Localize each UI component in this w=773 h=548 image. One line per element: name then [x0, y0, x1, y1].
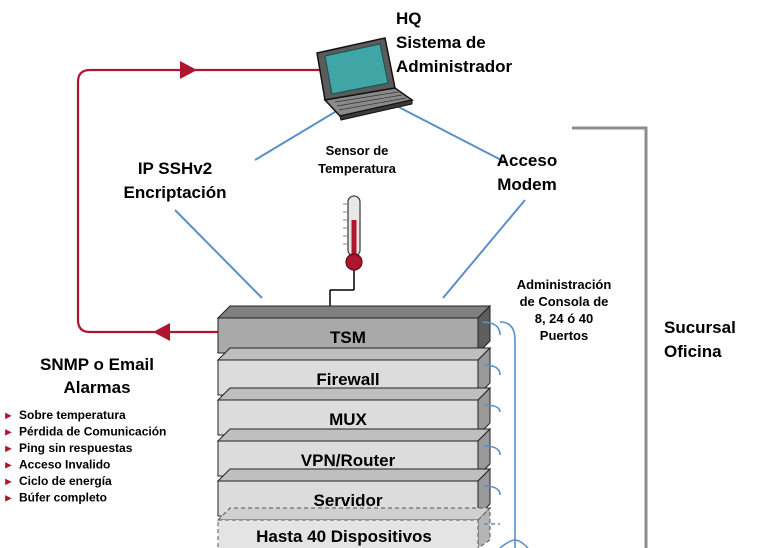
branch-line1: Sucursal — [664, 318, 736, 337]
console-label: Administración de Consola de 8, 24 ó 40 … — [517, 277, 612, 343]
ssh-link-lower — [174, 209, 263, 299]
alarm-item: Sobre temperatura — [19, 408, 126, 422]
console-line3: 8, 24 ó 40 — [535, 311, 594, 326]
sensor-line2: Temperatura — [318, 161, 397, 176]
alarm-bullet-icon: ► — [3, 460, 14, 472]
device-label: TSM — [330, 328, 366, 347]
thermometer-icon — [329, 195, 363, 308]
laptop-icon — [316, 37, 414, 121]
loop-arrow-left — [153, 323, 170, 341]
loop-arrow-right — [180, 61, 197, 79]
ssh-label: IP SSHv2 Encriptación — [124, 159, 227, 202]
device-servidor: Servidor — [216, 467, 492, 518]
alarm-item: Ciclo de energía — [19, 474, 112, 488]
modem-link-lower — [442, 199, 526, 299]
hq-line1: HQ — [396, 9, 422, 28]
sensor-line1: Sensor de — [326, 143, 389, 158]
device-label: Firewall — [316, 370, 379, 389]
alarm-bullet-icon: ► — [3, 493, 14, 505]
console-line2: de Consola de — [520, 294, 609, 309]
alarms-title-line2: Alarmas — [63, 378, 130, 397]
alarm-bullet-icon: ► — [3, 427, 14, 439]
device-label: Servidor — [314, 491, 383, 510]
ssh-line2: Encriptación — [124, 183, 227, 202]
alarms-panel: SNMP o Email Alarmas ►Sobre temperatura►… — [3, 355, 166, 505]
alarm-item: Búfer completo — [19, 491, 107, 505]
console-line1: Administración — [517, 277, 612, 292]
alarm-list: ► Sobre temperatura ► Pérdida de Comunicaci… — [3, 408, 166, 505]
alarm-bullet-icon: ► — [3, 410, 14, 422]
modem-line1: Acceso — [497, 151, 557, 170]
modem-label: Acceso Modem — [497, 151, 557, 194]
modem-link-upper — [384, 99, 506, 163]
alarm-bullet-icon: ► — [3, 443, 14, 455]
device-stack: TSM Firewall MUX VPN/Router Servidor — [216, 304, 492, 548]
device-label: VPN/Router — [301, 451, 396, 470]
alarm-item: Ping sin respuestas — [19, 441, 133, 455]
alarm-item: Acceso Invalido — [19, 458, 110, 472]
device-expansion: Hasta 40 Dispositivos — [216, 506, 492, 548]
branch-label: Sucursal Oficina — [664, 318, 736, 361]
hq-label: HQ Sistema de Administrador — [396, 9, 513, 76]
alarm-bullet-icon: ► — [3, 476, 14, 488]
expansion-label: Hasta 40 Dispositivos — [256, 527, 432, 546]
console-line4: Puertos — [540, 328, 588, 343]
branch-bracket — [572, 126, 648, 548]
ssh-line1: IP SSHv2 — [138, 159, 212, 178]
modem-line2: Modem — [497, 175, 557, 194]
console-bracket — [481, 321, 529, 548]
alarm-item: Pérdida de Comunicación — [19, 425, 166, 439]
hq-line3: Administrador — [396, 57, 513, 76]
alarms-title-line1: SNMP o Email — [40, 355, 154, 374]
sensor-label: Sensor de Temperatura — [318, 143, 397, 176]
hq-line2: Sistema de — [396, 33, 486, 52]
branch-line2: Oficina — [664, 342, 722, 361]
alarm-loop — [76, 61, 330, 341]
device-label: MUX — [329, 410, 367, 429]
device-tsm: TSM — [216, 304, 492, 355]
device-mux: MUX — [216, 386, 492, 437]
